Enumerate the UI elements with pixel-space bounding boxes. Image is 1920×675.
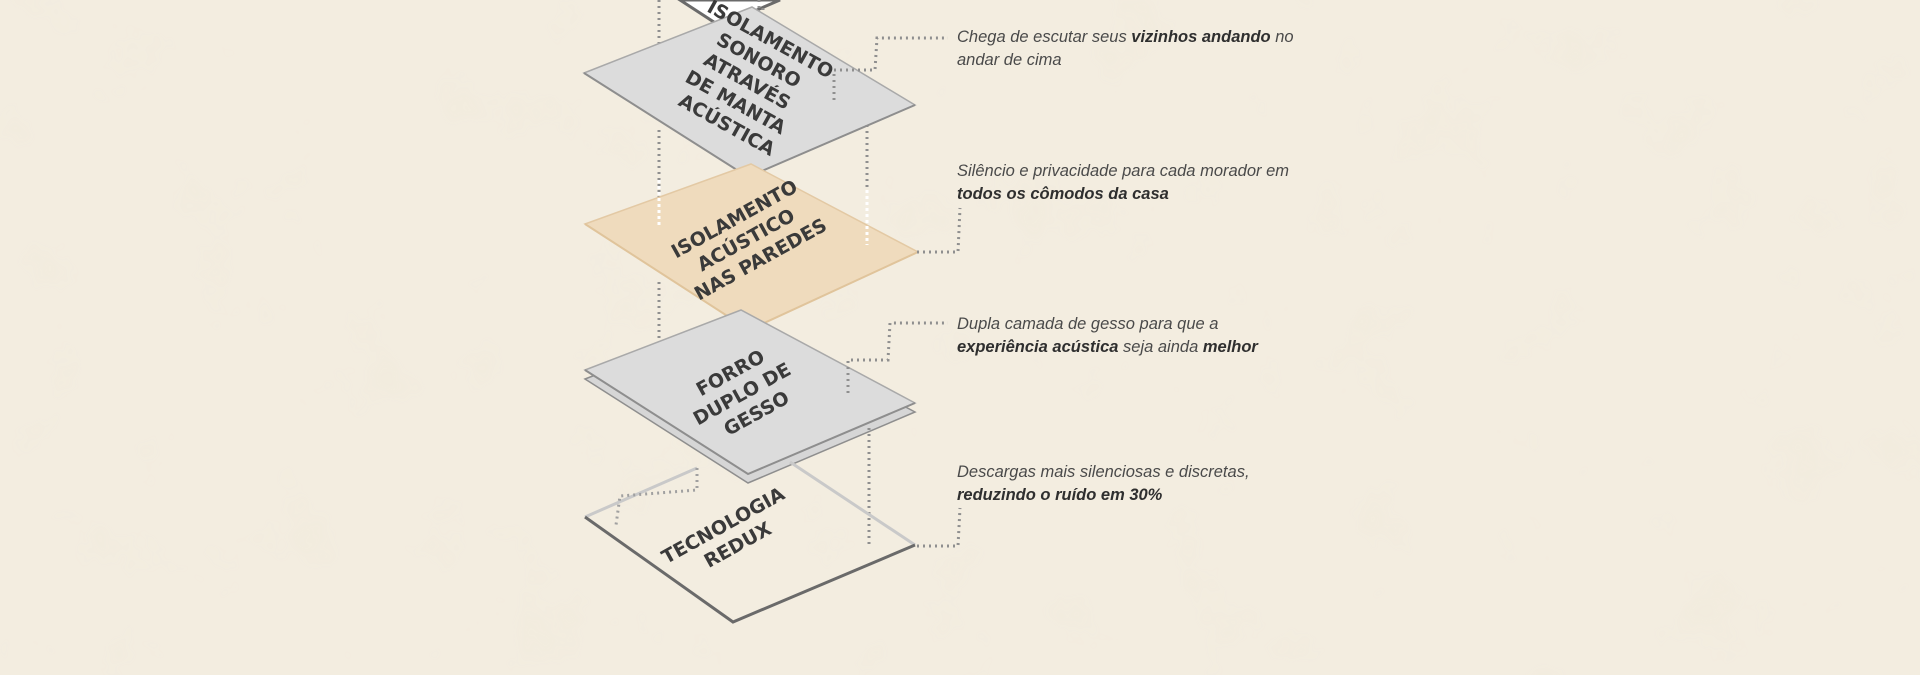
leader-line-redux xyxy=(917,507,962,548)
layer-isolamento-paredes: ISOLAMENTO ACÚSTICO NAS PAREDES xyxy=(583,163,920,332)
caption-manta-part: vizinhos andando xyxy=(1131,28,1271,46)
caption-manta-part: Chega de escutar seus xyxy=(957,28,1132,46)
layer-manta-acustica: ISOLAMENTO SONORO ATRAVÉS DE MANTA ACÚST… xyxy=(582,0,917,179)
caption-forro-part: experiência acústica xyxy=(957,338,1119,356)
layer-label-redux: TECNOLOGIA REDUX xyxy=(658,480,806,590)
layer-tecnologia-redux: TECNOLOGIA REDUX xyxy=(584,460,916,624)
caption-redux: Descargas mais silenciosas e discretas, … xyxy=(957,461,1297,507)
leader-line-paredes xyxy=(917,207,962,254)
caption-manta: Chega de escutar seus vizinhos andando n… xyxy=(957,26,1297,72)
caption-paredes-part: Silêncio e privacidade para cada morador… xyxy=(957,162,1290,180)
leader-line-manta xyxy=(832,36,948,100)
caption-paredes: Silêncio e privacidade para cada morador… xyxy=(957,160,1297,206)
caption-manta-part: no andar de cima xyxy=(957,28,1294,69)
caption-forro: Dupla camada de gesso para que a experiê… xyxy=(957,313,1297,359)
caption-forro-part: melhor xyxy=(1202,338,1258,356)
caption-paredes-part: todos os cômodos da casa xyxy=(957,185,1169,203)
caption-redux-part: Descargas mais silenciosas e discretas, xyxy=(957,463,1250,481)
caption-forro-part: Dupla camada de gesso para que a xyxy=(957,315,1219,333)
caption-forro-part: seja ainda xyxy=(1118,338,1203,356)
leader-lines xyxy=(832,36,962,548)
leader-line-forro xyxy=(846,321,948,393)
caption-redux-part: reduzindo o ruído em 30% xyxy=(957,486,1163,504)
layer-forro-duplo-gesso: FORRO DUPLO DE GESSO xyxy=(583,309,917,484)
